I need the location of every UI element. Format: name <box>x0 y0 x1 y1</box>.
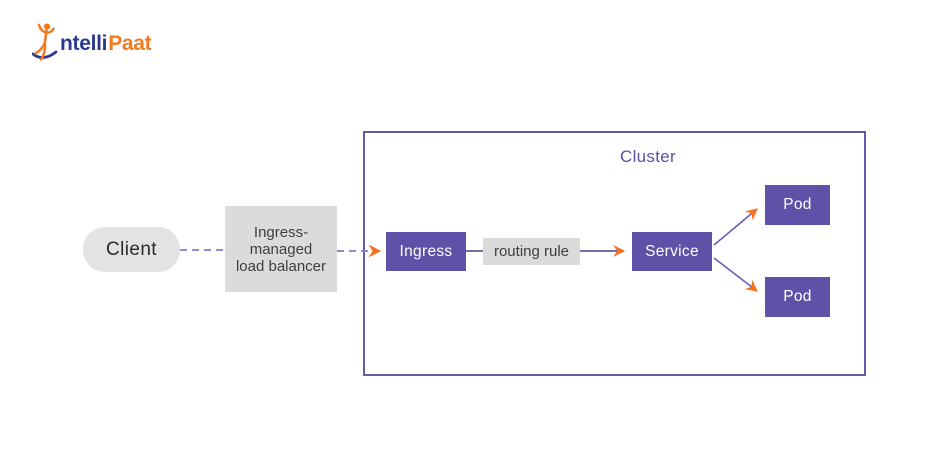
logo-figure-icon <box>32 23 58 61</box>
node-pod-1: Pod <box>765 185 830 225</box>
cluster-label: Cluster <box>620 147 676 166</box>
pod-2-label: Pod <box>783 288 812 305</box>
logo-text-secondary: Paat <box>108 31 152 55</box>
logo-text-primary: ntelli <box>60 31 108 55</box>
node-ingress: Ingress <box>386 232 466 271</box>
load-balancer-label-line1: Ingress- <box>253 223 309 241</box>
service-label: Service <box>645 242 699 260</box>
node-routing-rule: routing rule <box>483 238 580 265</box>
node-client: Client <box>83 227 180 272</box>
client-label: Client <box>106 238 157 260</box>
routing-rule-label: routing rule <box>493 243 570 260</box>
node-load-balancer: Ingress- managed load balancer <box>225 206 337 292</box>
load-balancer-label-line2: managed <box>249 240 313 258</box>
load-balancer-label-line3: load balancer <box>235 257 327 275</box>
cluster-boundary: Cluster <box>363 131 866 376</box>
ingress-label: Ingress <box>399 242 453 260</box>
node-pod-2: Pod <box>765 277 830 317</box>
pod-1-label: Pod <box>783 196 812 213</box>
node-service: Service <box>632 232 712 271</box>
